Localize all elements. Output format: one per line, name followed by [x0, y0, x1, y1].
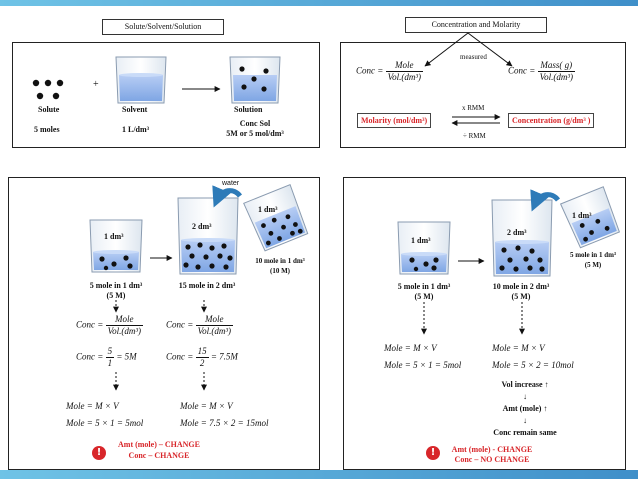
- br-caption-3b: (5 M): [584, 261, 602, 269]
- br-alert-line1: Amt (mole) - CHANGE: [451, 445, 533, 454]
- bl-caption-3a: 10 mole in 1 dm³: [255, 257, 305, 265]
- conc-equals: Conc =: [356, 65, 384, 76]
- br-mole-eq-2: Mole = M × V: [492, 343, 545, 353]
- mole-numerator: Mole: [105, 314, 144, 326]
- bl-beaker-1: [89, 219, 143, 273]
- br-alert-line2: Conc – NO CHANGE: [454, 455, 530, 464]
- bl-dashed-arrows: [113, 300, 207, 391]
- measured-arrows: [424, 32, 513, 67]
- br-mole-eq-2b: Mole = 5 × 2 = 10mol: [492, 360, 574, 370]
- conc-equals: Conc =: [166, 351, 194, 362]
- br-mole-eq-1b: Mole = 5 × 1 = 5mol: [384, 360, 462, 370]
- conc-equals: Conc =: [76, 319, 104, 330]
- molarity-box: Molarity (mol/dm³): [357, 113, 432, 128]
- vol-denominator: Vol.(dm³): [197, 326, 232, 336]
- conc-sol-line1: Conc Sol: [239, 119, 271, 128]
- br-beaker-1-volume: 1 dm³: [411, 236, 431, 245]
- br-caption-2a: 10 mole in 2 dm³: [492, 282, 550, 291]
- bl-arrow-1: [150, 255, 173, 261]
- vol-denominator: Vol.(dm³): [107, 326, 142, 336]
- solution-beaker: [229, 56, 281, 104]
- br-summary-1: Vol increase ↑: [501, 380, 549, 389]
- value-denominator: 1: [107, 358, 113, 368]
- bl-alert-line1: Amt (mole) – CHANGE: [118, 440, 200, 449]
- solvent-label: Solvent: [122, 105, 148, 114]
- br-beaker-2-volume: 2 dm³: [507, 228, 527, 237]
- br-summary-2: ↓: [523, 392, 527, 401]
- bl-mole-eq-2b: Mole = 7.5 × 2 = 15mol: [180, 418, 269, 428]
- times-rmm-label: x RMM: [462, 104, 485, 112]
- solute-amount: 5 moles: [34, 125, 60, 134]
- concentration-formula: Conc = Mass( g)Vol.(dm³): [508, 60, 576, 83]
- br-mole-eq-1: Mole = M × V: [384, 343, 437, 353]
- br-summary-5: Conc remain same: [493, 428, 557, 437]
- conc-equals: Conc =: [166, 319, 194, 330]
- bl-caption-2: 15 mole in 2 dm³: [178, 281, 236, 290]
- solvent-beaker: [115, 56, 167, 104]
- bl-beaker-1-volume: 1 dm³: [104, 232, 124, 241]
- br-warning-icon: !: [426, 446, 440, 460]
- concentration-molarity-panel: [340, 42, 626, 148]
- bottom-accent-bar: [0, 470, 638, 479]
- br-beaker-2: [491, 199, 553, 277]
- divide-rmm-label: ÷ RMM: [463, 132, 486, 140]
- bl-pour-arrow: [212, 185, 242, 208]
- br-beaker-1: [397, 221, 451, 275]
- top-accent-bar: [0, 0, 638, 6]
- bl-caption-3b: (10 M): [269, 267, 291, 275]
- bl-warning-icon: !: [92, 446, 106, 460]
- vol-denominator-2: Vol.(dm³): [539, 72, 574, 82]
- br-dashed-arrows: [421, 302, 525, 335]
- br-beaker-3-volume: 1 dm³: [572, 211, 592, 220]
- value-result: = 5M: [116, 351, 137, 362]
- bl-mole-eq-2: Mole = M × V: [180, 401, 233, 411]
- br-caption-1b: (5 M): [414, 292, 434, 301]
- conc-equals-2: Conc =: [508, 65, 536, 76]
- bl-alert-line2: Conc – CHANGE: [128, 451, 190, 460]
- solution-label: Solution: [234, 105, 263, 114]
- br-pour-arrow: [530, 189, 560, 212]
- bl-mole-eq-1b: Mole = 5 × 1 = 5mol: [66, 418, 144, 428]
- vol-denominator: Vol.(dm³): [387, 72, 422, 82]
- value-result: = 7.5M: [210, 351, 238, 362]
- solvent-amount: 1 L/dm³: [122, 125, 150, 134]
- solution-arrow: [182, 86, 221, 92]
- bl-beaker-3-tilted: [243, 183, 309, 252]
- conversion-arrows: [451, 114, 501, 126]
- conc-equals: Conc =: [76, 351, 104, 362]
- value-numerator: 15: [195, 346, 209, 358]
- solute-particles: [32, 79, 64, 100]
- bl-caption-1a: 5 mole in 1 dm³: [89, 281, 143, 290]
- br-arrow-1: [458, 258, 485, 264]
- br-caption-1a: 5 mole in 1 dm³: [397, 282, 451, 291]
- br-caption-3a: 5 mole in 1 dm³: [569, 251, 617, 259]
- bl-mole-eq-1: Mole = M × V: [66, 401, 119, 411]
- mole-numerator: Mole: [195, 314, 234, 326]
- bl-beaker-2-volume: 2 dm³: [192, 222, 212, 231]
- panel-tag-solute-solvent: Solute/Solvent/Solution: [102, 19, 224, 35]
- bl-beaker-3-volume: 1 dm³: [258, 205, 278, 214]
- value-numerator: 5: [105, 346, 115, 358]
- mole-numerator: Mole: [385, 60, 424, 72]
- br-summary-3: Amt (mole) ↑: [502, 404, 548, 413]
- measured-label: measured: [460, 53, 487, 61]
- water-label: water: [222, 180, 240, 187]
- bl-caption-1b: (5 M): [106, 291, 126, 300]
- br-summary-4: ↓: [523, 416, 527, 425]
- mass-numerator: Mass( g): [537, 60, 576, 72]
- concentration-box: Concentration (g/dm³ ): [508, 113, 595, 128]
- panel-tag-concentration: Concentration and Molarity: [405, 17, 547, 33]
- br-beaker-3-tilted: [559, 186, 621, 249]
- conc-sol-line2: 5M or 5 mol/dm³: [226, 129, 284, 138]
- br-caption-2b: (5 M): [511, 292, 531, 301]
- value-denominator: 2: [199, 358, 205, 368]
- plus-sign: +: [93, 79, 99, 90]
- solute-label: Solute: [38, 105, 60, 114]
